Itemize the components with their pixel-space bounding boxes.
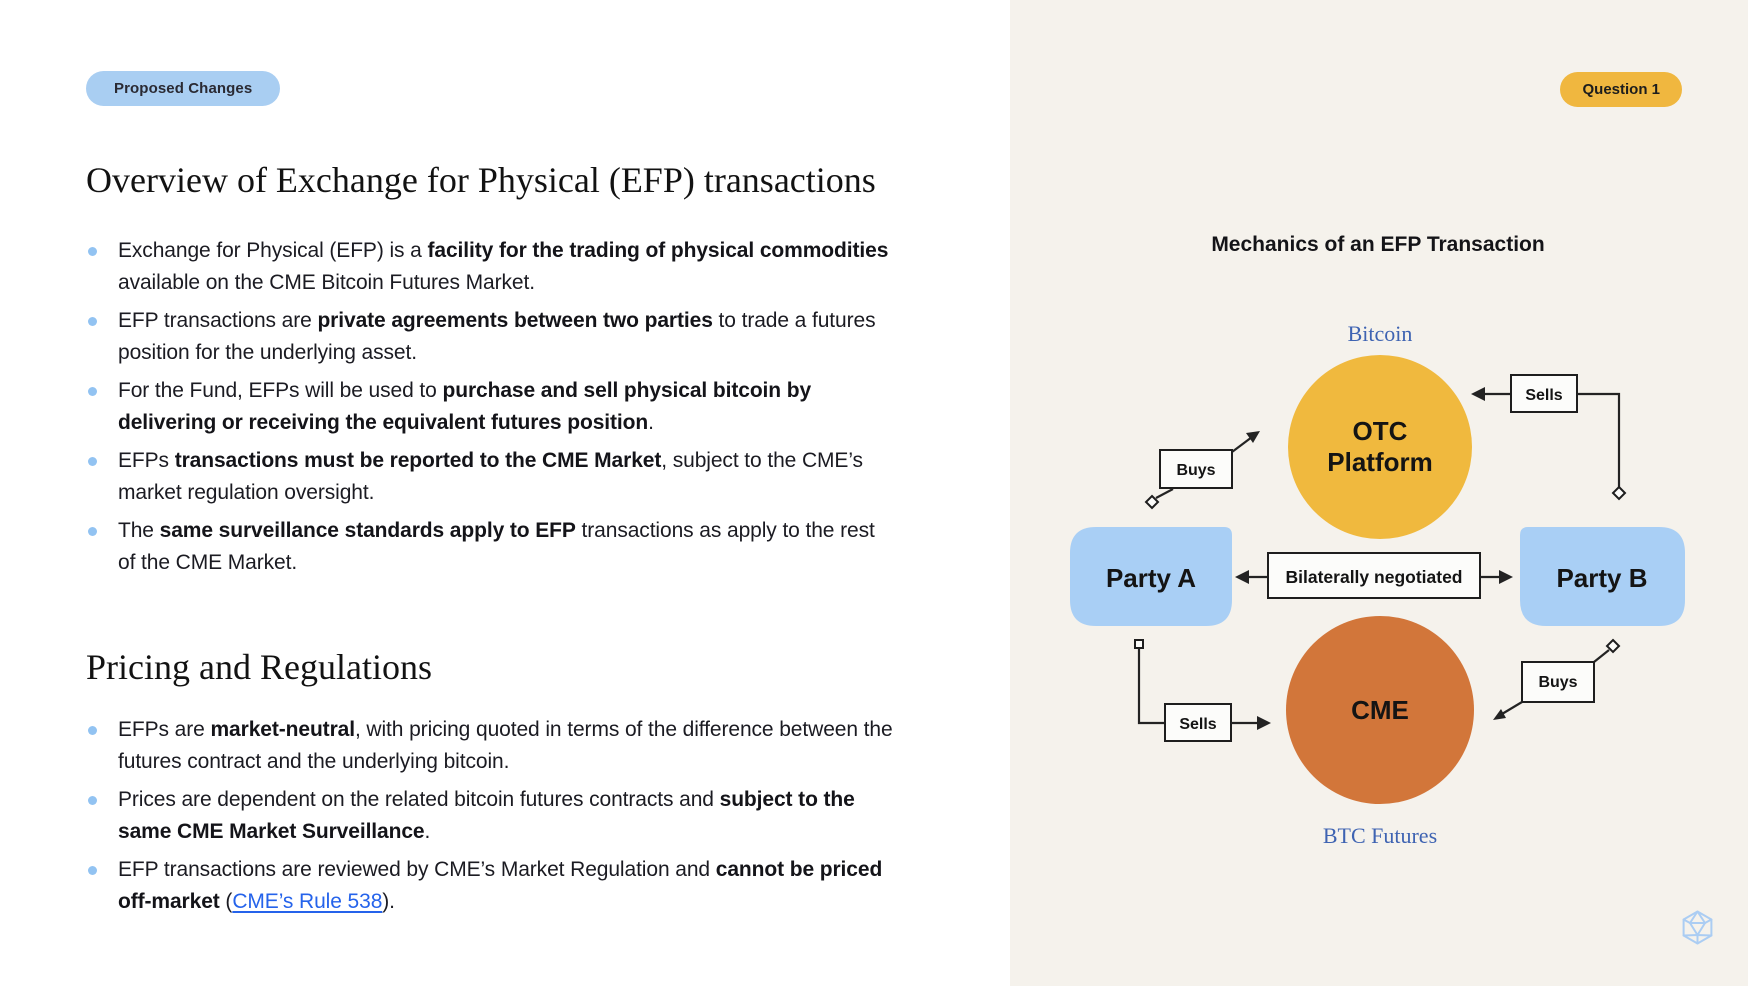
diagram-title: Mechanics of an EFP Transaction [1211, 233, 1544, 256]
sells-top-box [1510, 374, 1578, 413]
bullet-text: The [118, 519, 160, 542]
bullet-text: , subject to the CME’s market regulation… [118, 449, 863, 504]
bullet-text: , with pricing quoted in terms of the di… [118, 718, 893, 773]
bullet-text: ). [382, 890, 395, 913]
bullet-item: The same surveillance standards apply to… [86, 515, 896, 579]
bullet-item: EFPs are market-neutral, with pricing qu… [86, 714, 896, 778]
party-b-box [1520, 527, 1685, 626]
buys-top-arrow-line [1231, 436, 1253, 453]
bullet-item: Prices are dependent on the related bitc… [86, 784, 896, 848]
sells-top-label: Sells [1525, 387, 1562, 404]
otc-label-line2: Platform [1327, 447, 1432, 477]
diagram-panel: Question 1 Mechanics of an EFP Transacti… [1010, 0, 1748, 986]
otc-platform-circle [1288, 355, 1472, 539]
bullet-item: For the Fund, EFPs will be used to purch… [86, 375, 896, 439]
bullet-text-bold: cannot be priced off-market [118, 858, 883, 913]
bullet-dot-icon [88, 726, 97, 735]
bullet-text-bold: same surveillance standards apply to EFP [159, 519, 576, 542]
center-right-arrowhead [1499, 570, 1513, 584]
bullet-text: EFPs [118, 449, 175, 472]
sells-bottom-label: Sells [1179, 716, 1216, 733]
proposed-changes-badge: Proposed Changes [86, 71, 281, 106]
sells-bottom-arrowhead [1257, 716, 1271, 730]
bullet-text: For the Fund, EFPs will be used to [118, 379, 443, 402]
buys-top-arrowhead [1246, 431, 1260, 443]
party-b-label: Party B [1556, 563, 1647, 593]
bullet-dot-icon [88, 866, 97, 875]
bullet-text-bold: private agreements between two parties [317, 309, 713, 332]
bitcoin-label: Bitcoin [1348, 321, 1413, 346]
party-a-label: Party A [1106, 563, 1196, 593]
bullet-text: EFP transactions are [118, 309, 318, 332]
buys-bottom-arrow-line [1501, 701, 1523, 715]
polyhedron-logo-icon[interactable] [1682, 910, 1713, 945]
question-badge: Question 1 [1560, 72, 1682, 107]
square-connector-bottom-left [1134, 639, 1144, 649]
center-left-arrowhead [1235, 570, 1249, 584]
bullet-text: to trade a futures position for the unde… [118, 309, 876, 364]
bullet-text: . [648, 411, 654, 434]
efp-diagram: Mechanics of an EFP Transaction Bitcoin … [1070, 233, 1713, 945]
bullet-text-bold: market-neutral [210, 718, 355, 741]
buys-bottom-arrowhead [1493, 709, 1506, 720]
party-a-box [1070, 527, 1232, 626]
bullet-text: EFPs are [118, 718, 211, 741]
bullet-dot-icon [88, 457, 97, 466]
content-panel: Proposed Changes Overview of Exchange fo… [86, 71, 896, 918]
bullet-item: EFP transactions are reviewed by CME’s M… [86, 854, 896, 918]
bullet-text: ( [219, 890, 233, 913]
sells-top-arrowhead [1471, 387, 1485, 401]
bullet-dot-icon [88, 317, 97, 326]
bullet-item: EFP transactions are private agreements … [86, 305, 896, 369]
bullet-text-bold: transactions must be reported to the CME… [174, 449, 662, 472]
cme-label: CME [1351, 695, 1409, 725]
bullet-text-bold: subject to the same CME Market Surveilla… [118, 788, 855, 843]
bullet-text: . [424, 820, 431, 843]
pricing-bullet-list: EFPs are market-neutral, with pricing qu… [86, 714, 896, 918]
cme-rule-538-link[interactable]: CME’s Rule 538 [232, 890, 383, 913]
bullet-text: transactions as apply to the rest of the… [118, 519, 875, 574]
page-title: Overview of Exchange for Physical (EFP) … [86, 160, 876, 200]
cme-circle [1286, 616, 1474, 804]
bullet-text-bold: facility for the trading of physical com… [427, 239, 889, 262]
bilaterally-negotiated-label: Bilaterally negotiated [1286, 567, 1463, 587]
bullet-dot-icon [88, 527, 97, 536]
buys-top-label: Buys [1176, 462, 1215, 479]
bullet-text: Prices are dependent on the related bitc… [118, 788, 720, 811]
bullet-item: EFPs transactions must be reported to th… [86, 445, 896, 509]
buys-top-connector-line [1155, 488, 1174, 499]
pricing-regulations-title: Pricing and Regulations [86, 647, 432, 687]
diamond-connector-bottom-right [1605, 638, 1621, 654]
buys-bottom-box [1521, 661, 1595, 703]
bullet-text: available on the CME Bitcoin Futures Mar… [118, 271, 535, 294]
buys-bottom-label: Buys [1538, 674, 1577, 691]
bullet-dot-icon [88, 247, 97, 256]
bullet-text-bold: purchase and sell physical bitcoin by de… [118, 379, 812, 434]
bullet-dot-icon [88, 796, 97, 805]
sells-top-elbow-line [1577, 392, 1621, 487]
bullet-text: EFP transactions are reviewed by CME’s M… [118, 858, 716, 881]
btc-futures-label: BTC Futures [1323, 823, 1437, 848]
overview-bullet-list: Exchange for Physical (EFP) is a facilit… [86, 235, 896, 579]
bullet-dot-icon [88, 387, 97, 396]
bullet-text: Exchange for Physical (EFP) is a [118, 239, 428, 262]
diamond-connector-top-right [1611, 485, 1627, 501]
sells-bottom-elbow-line [1137, 648, 1165, 725]
buys-bottom-connector-line [1593, 649, 1610, 663]
diamond-connector-top-left [1144, 494, 1160, 510]
bullet-item: Exchange for Physical (EFP) is a facilit… [86, 235, 896, 299]
otc-label-line1: OTC [1353, 416, 1408, 446]
buys-top-box [1159, 449, 1233, 489]
bilaterally-negotiated-box [1267, 552, 1481, 599]
sells-bottom-box [1164, 703, 1232, 742]
